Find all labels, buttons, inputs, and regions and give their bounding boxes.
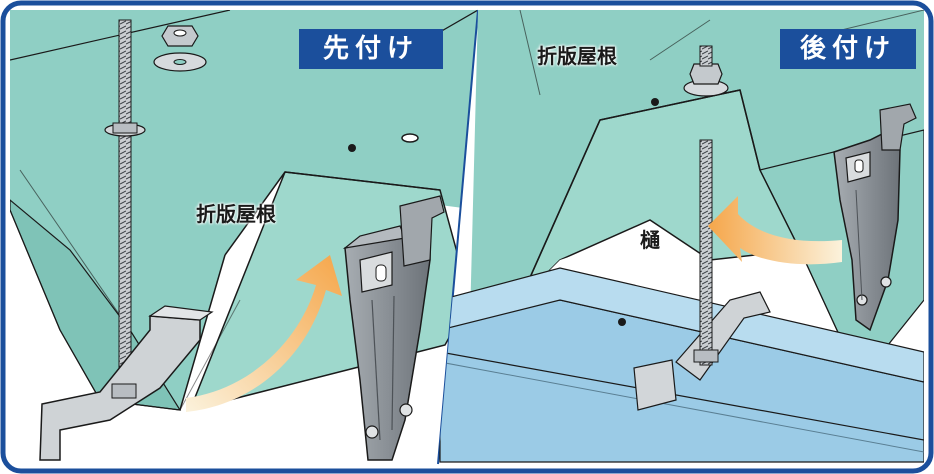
gutter-label: 樋	[640, 228, 660, 252]
install-arrow-right	[708, 196, 842, 265]
install-arrow-left	[186, 255, 342, 412]
threaded-rod-left	[118, 19, 132, 401]
badge-post-attach: 後付け	[780, 29, 916, 69]
badge-pre-attach: 先付け	[299, 29, 443, 69]
panel-divider	[437, 9, 479, 465]
bolt-icon	[689, 63, 723, 85]
hanger-left	[342, 195, 445, 461]
roof-label-left: 折版屋根	[196, 202, 276, 226]
threaded-rod-right	[699, 139, 713, 366]
left-panel-artwork	[10, 10, 478, 461]
gutter-clip	[633, 359, 677, 411]
roof-label-right: 折版屋根	[537, 44, 617, 68]
hanger-right	[833, 103, 917, 332]
right-panel-artwork	[439, 10, 924, 463]
